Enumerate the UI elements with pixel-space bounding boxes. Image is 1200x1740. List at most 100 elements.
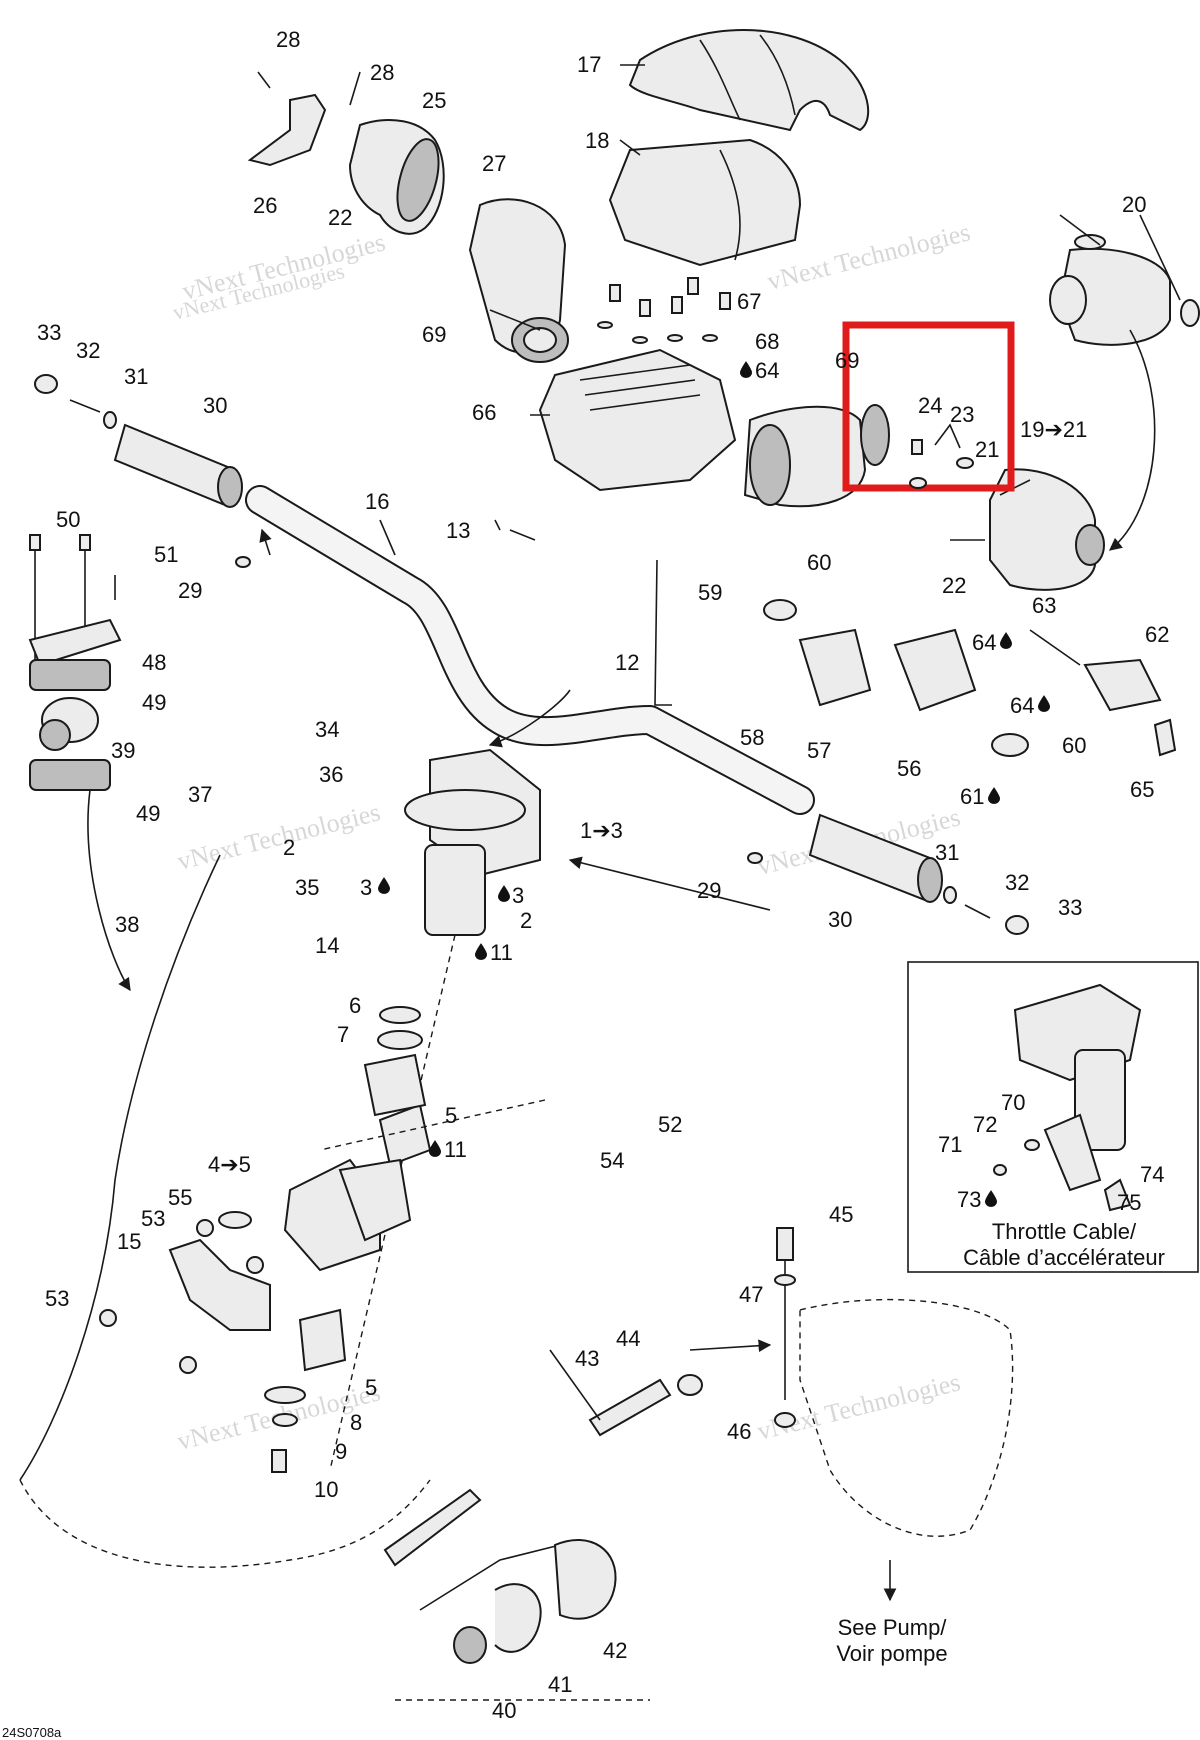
callout-64: 64 bbox=[972, 630, 996, 655]
callout-40: 40 bbox=[492, 1698, 516, 1723]
callout-2: 2 bbox=[283, 835, 295, 860]
callout-72: 72 bbox=[973, 1112, 997, 1137]
callout-38: 38 bbox=[115, 912, 139, 937]
callout-52: 52 bbox=[658, 1112, 682, 1137]
callout-59: 59 bbox=[698, 580, 722, 605]
callout-43: 43 bbox=[575, 1346, 599, 1371]
callout-61: 61 bbox=[960, 784, 984, 809]
callout-49: 49 bbox=[142, 690, 166, 715]
callout-64: 64 bbox=[755, 358, 779, 383]
pump-note-line2: Voir pompe bbox=[836, 1641, 947, 1666]
throttle-lever-parts bbox=[654, 559, 1177, 757]
left-grip-30 bbox=[34, 374, 243, 508]
reference-code: 24S0708a bbox=[2, 1725, 62, 1740]
throttle-cable-38 bbox=[19, 854, 703, 1568]
callout-54: 54 bbox=[600, 1148, 624, 1173]
callout-30: 30 bbox=[828, 907, 852, 932]
callout-23: 23 bbox=[950, 402, 974, 427]
callout-18: 18 bbox=[585, 128, 609, 153]
callout-3: 3 bbox=[512, 883, 524, 908]
plug-29 bbox=[235, 556, 251, 568]
callout-57: 57 bbox=[807, 738, 831, 763]
callout-19-21: 19➔21 bbox=[1020, 417, 1087, 442]
callout-32: 32 bbox=[76, 338, 100, 363]
callout-73: 73 bbox=[957, 1187, 981, 1212]
callout-20: 20 bbox=[1122, 192, 1146, 217]
right-grip-30 bbox=[747, 813, 1029, 935]
callout-11: 11 bbox=[444, 1137, 467, 1162]
callout-60: 60 bbox=[1062, 733, 1086, 758]
callout-22: 22 bbox=[328, 205, 352, 230]
callout-6: 6 bbox=[349, 993, 361, 1018]
callout-29: 29 bbox=[697, 878, 721, 903]
cable-fitting-40-42 bbox=[419, 1539, 617, 1664]
callout-28: 28 bbox=[276, 27, 300, 52]
callout-47: 47 bbox=[739, 1282, 763, 1307]
callout-3: 3 bbox=[360, 875, 372, 900]
inset-caption-line1: Throttle Cable/ bbox=[992, 1219, 1137, 1244]
callout-36: 36 bbox=[319, 762, 343, 787]
callout-2: 2 bbox=[520, 908, 532, 933]
callout-17: 17 bbox=[577, 52, 601, 77]
pump-note-line1: See Pump/ bbox=[838, 1615, 948, 1640]
callout-27: 27 bbox=[482, 151, 506, 176]
callout-49: 49 bbox=[136, 801, 160, 826]
callout-29: 29 bbox=[178, 578, 202, 603]
callout-28: 28 bbox=[370, 60, 394, 85]
watermark-text: vNext Technologies bbox=[174, 797, 383, 875]
callout-68: 68 bbox=[755, 329, 779, 354]
callout-65: 65 bbox=[1130, 777, 1154, 802]
callout-51: 51 bbox=[154, 542, 178, 567]
callout-5: 5 bbox=[445, 1103, 457, 1128]
callout-63: 63 bbox=[1032, 593, 1056, 618]
callout-10: 10 bbox=[314, 1477, 338, 1502]
callout-70: 70 bbox=[1001, 1090, 1025, 1115]
callout-60: 60 bbox=[807, 550, 831, 575]
bracket-15 bbox=[99, 1211, 271, 1374]
callout-66: 66 bbox=[472, 400, 496, 425]
leader-lines bbox=[87, 64, 1181, 1701]
callout-64: 64 bbox=[1010, 693, 1034, 718]
callout-69: 69 bbox=[422, 322, 446, 347]
callout-15: 15 bbox=[117, 1229, 141, 1254]
callout-45: 45 bbox=[829, 1202, 853, 1227]
screws-67 bbox=[609, 277, 731, 317]
callout-16: 16 bbox=[365, 489, 389, 514]
callout-53: 53 bbox=[45, 1286, 69, 1311]
callout-1-3: 1➔3 bbox=[580, 818, 623, 843]
callout-11: 11 bbox=[490, 940, 513, 965]
callout-21: 21 bbox=[975, 437, 999, 462]
callout-69-right: 69 bbox=[835, 348, 859, 373]
callout-31: 31 bbox=[935, 840, 959, 865]
callout-42: 42 bbox=[603, 1638, 627, 1663]
callout-30: 30 bbox=[203, 393, 227, 418]
highlight-box bbox=[842, 321, 1015, 492]
callout-46: 46 bbox=[727, 1419, 751, 1444]
callout-26: 26 bbox=[253, 193, 277, 218]
callout-32: 32 bbox=[1005, 870, 1029, 895]
top-covers bbox=[247, 29, 1200, 591]
callout-22-right: 22 bbox=[942, 573, 966, 598]
callout-9: 9 bbox=[335, 1439, 347, 1464]
callout-31: 31 bbox=[124, 364, 148, 389]
callout-4-5: 4➔5 bbox=[208, 1152, 251, 1177]
callout-35: 35 bbox=[295, 875, 319, 900]
callout-50: 50 bbox=[56, 507, 80, 532]
callout-39: 39 bbox=[111, 738, 135, 763]
callout-55: 55 bbox=[168, 1185, 192, 1210]
callout-74: 74 bbox=[1140, 1162, 1164, 1187]
steering-stem bbox=[264, 748, 541, 1473]
callout-53: 53 bbox=[141, 1206, 165, 1231]
callout-75: 75 bbox=[1117, 1190, 1141, 1215]
callout-58: 58 bbox=[740, 725, 764, 750]
callout-71: 71 bbox=[938, 1132, 962, 1157]
nozzle-and-bracket bbox=[774, 1227, 1014, 1602]
callout-labels: 17 18 28 28 25 27 26 22 20 67 69 68 64 6… bbox=[37, 27, 1169, 1723]
inset-caption-line2: Câble d’accélérateur bbox=[963, 1245, 1165, 1270]
callout-25: 25 bbox=[422, 88, 446, 113]
callout-8: 8 bbox=[350, 1410, 362, 1435]
callout-33: 33 bbox=[37, 320, 61, 345]
highlighted-parts bbox=[860, 404, 974, 489]
handlebar-16 bbox=[245, 485, 815, 815]
